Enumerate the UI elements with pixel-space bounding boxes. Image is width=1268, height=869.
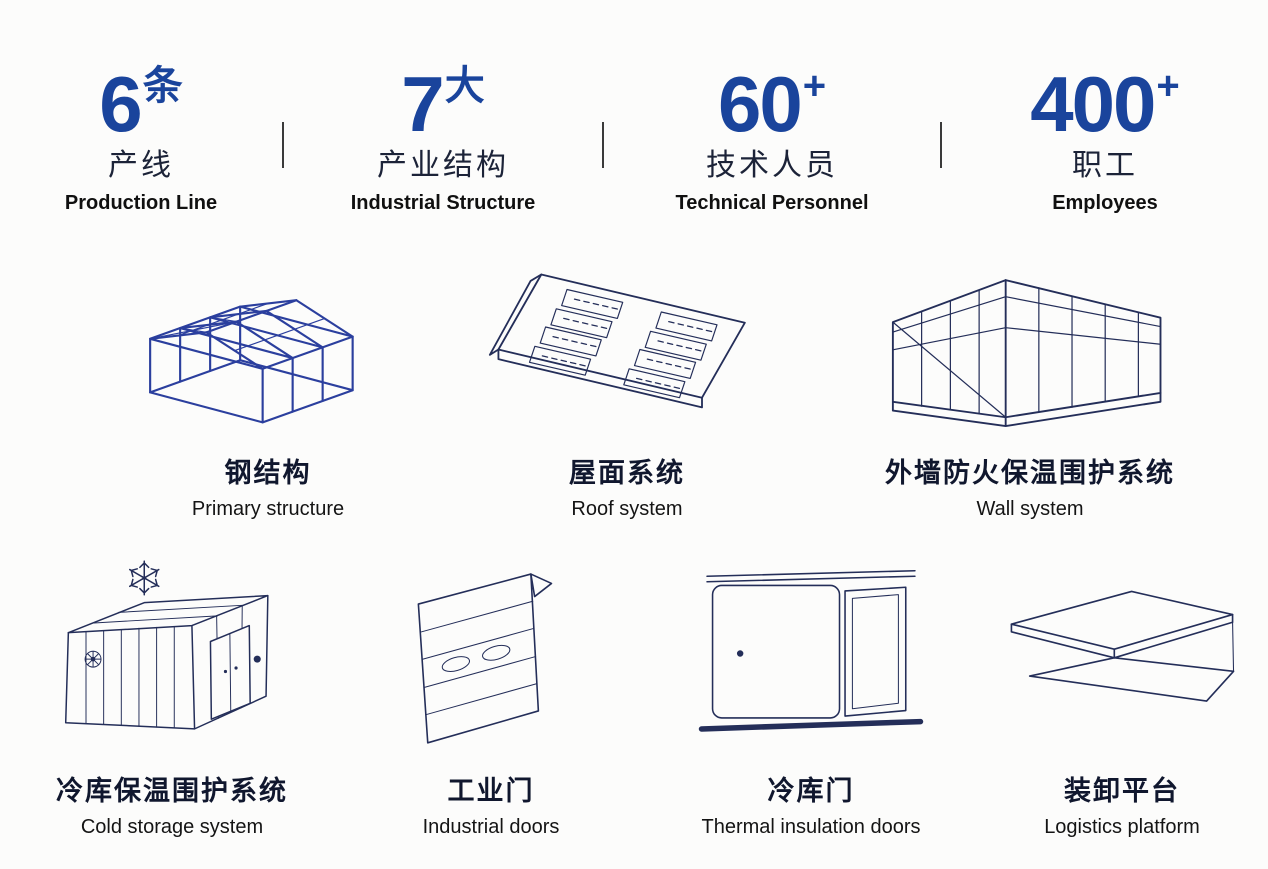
loading-platform-icon	[984, 552, 1260, 764]
stat-number: 400	[1030, 60, 1156, 148]
stat-label-en: Technical Personnel	[675, 192, 869, 214]
product-label-en: Logistics platform	[1044, 816, 1200, 838]
product-wall-system: 外墙防火保温围护系统 Wall system	[818, 250, 1242, 521]
product-cold-storage: 冷库保温围护系统 Cold storage system	[16, 552, 328, 839]
stat-suffix: +	[802, 64, 827, 108]
stats-divider	[282, 122, 284, 168]
stat-value: 400+	[942, 44, 1268, 146]
stat-employees: 400+ 职工 Employees	[942, 44, 1268, 215]
product-loading-platform: 装卸平台 Logistics platform	[984, 552, 1260, 839]
product-label-en: Thermal insulation doors	[701, 816, 921, 838]
product-label-zh: 钢结构	[224, 458, 312, 488]
stat-label-en: Production Line	[64, 192, 218, 214]
stat-number: 60	[717, 60, 803, 148]
stat-label-en: Employees	[1052, 192, 1158, 214]
stats-divider	[940, 122, 942, 168]
product-label-en: Industrial doors	[422, 816, 560, 838]
product-steel-structure: 钢结构 Primary structure	[88, 250, 448, 521]
stat-label-en: Industrial Structure	[350, 192, 536, 214]
product-label-en: Cold storage system	[80, 816, 264, 838]
product-roof-system: 屋面系统 Roof system	[452, 250, 802, 521]
product-label-zh: 装卸平台	[1064, 776, 1180, 806]
roof-system-icon	[452, 250, 802, 446]
product-label-en: Primary structure	[191, 498, 345, 520]
stat-suffix: +	[1156, 64, 1180, 108]
stat-value: 6条	[0, 44, 282, 146]
stat-label-zh: 产线	[108, 149, 174, 182]
stats-divider	[602, 122, 604, 168]
stat-label-zh: 职工	[1072, 149, 1138, 182]
stat-number: 7	[401, 60, 444, 148]
product-label-en: Wall system	[976, 498, 1084, 520]
wall-system-icon	[818, 250, 1242, 446]
cold-storage-icon	[16, 552, 328, 764]
stat-value: 60+	[604, 44, 940, 146]
stat-value: 7大	[284, 44, 602, 146]
stat-industrial-structure: 7大 产业结构 Industrial Structure	[284, 44, 602, 215]
snowflake-icon	[128, 560, 160, 596]
product-label-zh: 冷库保温围护系统	[56, 776, 288, 806]
product-insulation-door: 冷库门 Thermal insulation doors	[652, 552, 970, 839]
industrial-door-icon	[332, 552, 650, 764]
stat-technical-personnel: 60+ 技术人员 Technical Personnel	[604, 44, 940, 215]
stat-production-lines: 6条 产线 Production Line	[0, 44, 282, 215]
product-label-zh: 冷库门	[767, 776, 855, 806]
product-label-zh: 屋面系统	[569, 458, 685, 488]
product-label-en: Roof system	[571, 498, 683, 520]
stats-row: 6条 产线 Production Line 7大 产业结构 Industrial…	[0, 44, 1268, 215]
insulation-door-icon	[652, 552, 970, 764]
steel-structure-icon	[88, 250, 448, 446]
product-label-zh: 外墙防火保温围护系统	[885, 458, 1175, 488]
stat-suffix: 条	[142, 64, 183, 108]
stat-suffix: 大	[444, 64, 485, 108]
stat-label-zh: 产业结构	[377, 149, 509, 182]
stat-label-zh: 技术人员	[706, 149, 838, 182]
stat-number: 6	[99, 60, 142, 148]
product-industrial-door: 工业门 Industrial doors	[332, 552, 650, 839]
product-label-zh: 工业门	[447, 776, 535, 806]
